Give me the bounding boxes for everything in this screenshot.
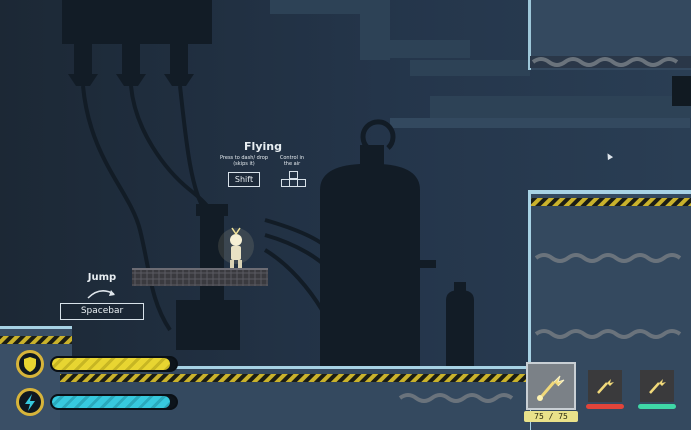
shield-icon <box>16 350 44 378</box>
ability-slot-3[interactable] <box>640 370 674 402</box>
health-bar-fill <box>52 358 170 370</box>
flying-hint-left: Press to dash/ drop (skips it) <box>220 155 268 167</box>
ability-counter: 75 / 75 <box>524 411 578 422</box>
spark-bolt-icon <box>537 375 565 401</box>
hanging-press-machine <box>62 0 212 86</box>
ability-slot-2[interactable] <box>588 370 622 402</box>
energy-bar-fill <box>52 396 170 408</box>
energy-bar <box>50 394 178 410</box>
player-character <box>218 227 254 268</box>
spark-bolt-icon <box>649 379 666 394</box>
health-bar <box>50 356 178 372</box>
grated-platform <box>132 268 268 286</box>
ability-slot-2-bar <box>586 404 624 409</box>
spacebar-key: Spacebar <box>60 303 144 320</box>
jump-arrow-head-icon <box>109 290 115 296</box>
jump-tutorial-title: Jump <box>87 272 117 283</box>
shift-key: Shift <box>228 172 260 187</box>
flying-tutorial-title: Flying <box>244 140 282 153</box>
ability-slot-1[interactable] <box>526 362 576 410</box>
upper-right-wall <box>528 0 691 70</box>
ceiling-pipes <box>270 0 691 128</box>
small-tank <box>446 282 474 370</box>
arrow-keys-icon <box>281 171 306 187</box>
ability-slot-3-bar <box>638 404 676 409</box>
gas-tank <box>320 119 436 368</box>
lightning-icon <box>16 388 44 416</box>
flying-hint-right: Control in the air <box>279 155 305 167</box>
spark-bolt-icon <box>597 379 614 394</box>
cables <box>81 85 332 332</box>
